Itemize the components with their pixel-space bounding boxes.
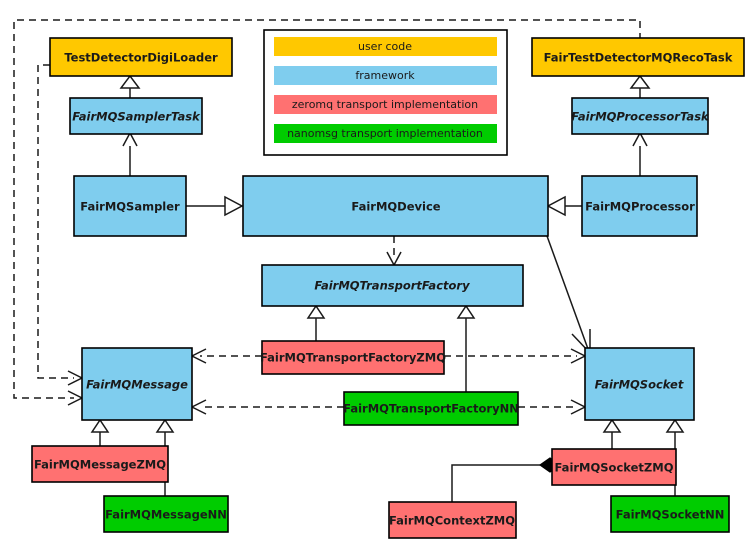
edge-recotask-to-message xyxy=(13,19,641,399)
edge-digiloader-to-message xyxy=(37,64,74,379)
node-label: FairMQSampler xyxy=(80,200,180,214)
node-label: FairTestDetectorMQRecoTask xyxy=(544,51,733,65)
node-box[interactable] xyxy=(261,340,445,375)
legend: user code framework zeromq transport imp… xyxy=(263,29,508,156)
legend-item-framework: framework xyxy=(274,66,497,85)
node-fairmq-transport-factory-nn[interactable]: FairMQTransportFactoryNN xyxy=(343,391,519,426)
arrowhead-processor-to-device xyxy=(546,195,566,217)
node-box[interactable] xyxy=(551,448,677,486)
node-label: FairMQProcessorTask xyxy=(571,110,710,124)
node-label: FairMQDevice xyxy=(351,200,440,214)
node-box[interactable] xyxy=(261,264,524,307)
node-label: FairMQMessageZMQ xyxy=(34,458,166,472)
node-label: FairMQContextZMQ xyxy=(389,514,515,528)
node-box[interactable] xyxy=(103,495,229,533)
node-box[interactable] xyxy=(73,175,187,237)
node-fairmq-transport-factory[interactable]: FairMQTransportFactory xyxy=(261,264,524,307)
arrowhead-tfnn-to-message xyxy=(190,399,207,415)
node-fairmq-processor[interactable]: FairMQProcessor xyxy=(581,175,698,237)
arrowhead-messagezmq-to-message xyxy=(90,418,110,433)
legend-swatch-framework xyxy=(274,66,497,85)
node-label: FairMQSamplerTask xyxy=(72,110,201,124)
legend-item-user-code: user code xyxy=(274,37,497,56)
node-fairmq-message[interactable]: FairMQMessage xyxy=(81,347,193,421)
node-label: TestDetectorDigiLoader xyxy=(64,51,218,65)
node-fairmq-device[interactable]: FairMQDevice xyxy=(242,175,549,237)
arrowhead-tfnn-to-tf xyxy=(456,304,476,319)
arrowhead-socketnn-to-socket xyxy=(665,418,685,433)
node-fairmq-transport-factory-zmq[interactable]: FairMQTransportFactoryZMQ xyxy=(260,340,446,375)
node-fairmq-socket-nn[interactable]: FairMQSocketNN xyxy=(610,495,730,533)
node-box[interactable] xyxy=(581,175,698,237)
arrowhead-tfzmq-to-socket xyxy=(570,348,587,364)
arrowhead-processortask-to-recotask xyxy=(629,74,651,89)
arrowhead-socketzmq-to-socket xyxy=(602,418,622,433)
node-label: FairMQSocketZMQ xyxy=(555,461,674,475)
arrowhead-samplertask-to-digiloader xyxy=(119,74,141,89)
node-label: FairMQTransportFactory xyxy=(314,279,470,293)
legend-label-user-code: user code xyxy=(358,40,412,53)
node-box[interactable] xyxy=(31,445,169,483)
node-label: FairMQSocket xyxy=(595,378,684,392)
node-fairmq-message-zmq[interactable]: FairMQMessageZMQ xyxy=(31,445,169,483)
node-label: FairMQTransportFactoryZMQ xyxy=(260,351,446,365)
legend-swatch-zeromq xyxy=(274,95,497,114)
arrowhead-sampler-to-samplertask xyxy=(122,131,138,147)
node-label: FairMQSocketNN xyxy=(616,508,725,522)
node-fairmq-socket[interactable]: FairMQSocket xyxy=(584,347,695,421)
arrowhead-digiloader-to-message xyxy=(67,370,84,386)
legend-item-zeromq: zeromq transport implementation xyxy=(274,95,497,114)
node-test-detector-digi-loader[interactable]: TestDetectorDigiLoader xyxy=(49,37,233,77)
node-box[interactable] xyxy=(584,347,695,421)
node-label: FairMQTransportFactoryNN xyxy=(343,402,519,416)
legend-item-nanomsg: nanomsg transport implementation xyxy=(274,124,497,143)
node-box[interactable] xyxy=(49,37,233,77)
legend-label-framework: framework xyxy=(355,69,415,82)
node-fairmq-socket-zmq[interactable]: FairMQSocketZMQ xyxy=(551,448,677,486)
node-label: FairMQProcessor xyxy=(585,200,695,214)
node-box[interactable] xyxy=(571,97,709,135)
node-box[interactable] xyxy=(531,37,745,77)
legend-label-zeromq: zeromq transport implementation xyxy=(292,98,478,111)
node-fairmq-context-zmq[interactable]: FairMQContextZMQ xyxy=(388,501,517,539)
node-label: FairMQMessageNN xyxy=(105,508,227,522)
node-fairtest-detector-mq-reco-task[interactable]: FairTestDetectorMQRecoTask xyxy=(531,37,745,77)
arrowhead-messagenn-to-message xyxy=(155,418,175,433)
arrowhead-sampler-to-device xyxy=(224,195,244,217)
legend-swatch-nanomsg xyxy=(274,124,497,143)
node-box[interactable] xyxy=(69,97,203,135)
node-box[interactable] xyxy=(610,495,730,533)
node-fairmq-sampler[interactable]: FairMQSampler xyxy=(73,175,187,237)
node-label: FairMQMessage xyxy=(86,378,188,392)
legend-swatch-user-code xyxy=(274,37,497,56)
node-box[interactable] xyxy=(242,175,549,237)
node-box[interactable] xyxy=(388,501,517,539)
edge-device-to-socket xyxy=(546,235,589,350)
legend-label-nanomsg: nanomsg transport implementation xyxy=(287,127,483,140)
arrowhead-tfzmq-to-tf xyxy=(306,304,326,319)
node-fairmq-processor-task[interactable]: FairMQProcessorTask xyxy=(571,97,710,135)
arrowhead-processor-to-processortask xyxy=(632,131,648,147)
edge-contextzmq-to-socketzmq xyxy=(451,464,540,502)
node-fairmq-sampler-task[interactable]: FairMQSamplerTask xyxy=(69,97,203,135)
arrowhead-tfzmq-to-message xyxy=(190,348,207,364)
node-fairmq-message-nn[interactable]: FairMQMessageNN xyxy=(103,495,229,533)
arrowhead-tfnn-to-socket xyxy=(570,399,587,415)
node-box[interactable] xyxy=(81,347,193,421)
node-box[interactable] xyxy=(343,391,519,426)
